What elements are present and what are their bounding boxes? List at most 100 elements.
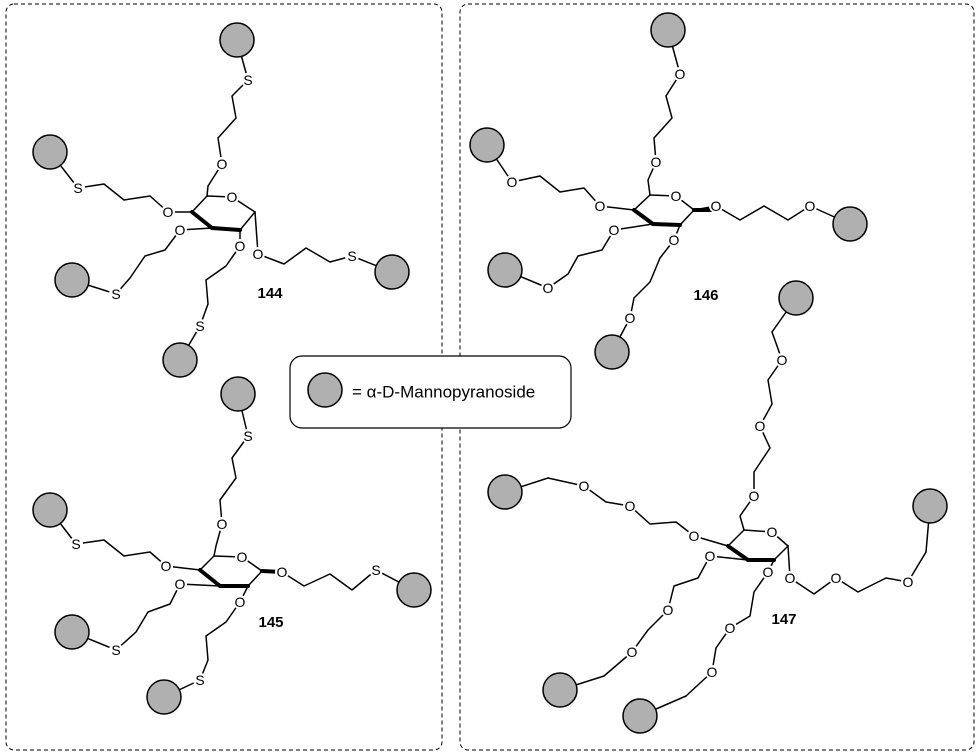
atom-mask: [723, 621, 737, 635]
atom-mask: [623, 499, 637, 513]
c147-arm1-oxygen-label: O: [903, 574, 914, 590]
c144-ring-bond: [210, 226, 242, 232]
c146-ring-bond: [679, 209, 695, 226]
c144-arm3-linker: [115, 227, 213, 295]
atom-mask: [193, 673, 207, 687]
c144-arm1-oxygen: O: [251, 246, 265, 262]
c144-ring-bond: [190, 210, 214, 230]
c146-arm2-oxygen-label: O: [669, 232, 680, 248]
atom-mask: [687, 529, 701, 543]
c146-ring-oxygen-label: O: [671, 188, 682, 204]
structures-layer: OOOSOSOSOSOSOOSOSOSOSOSOOOOOOOOOOOOOOOOO…: [32, 12, 948, 734]
atom-mask: [71, 181, 85, 195]
c146-arm4-oxygen-label: O: [595, 198, 606, 214]
c144-arm1-oxygen-label: O: [253, 246, 264, 262]
c144-arm3-sulfur-label: S: [111, 286, 120, 302]
c145-arm2-oxygen: O: [233, 594, 247, 610]
atom-mask: [541, 281, 555, 295]
legend: = α-D-Mannopyranoside: [289, 355, 572, 429]
atom-mask: [235, 550, 249, 564]
c144-ring-bond: [191, 195, 208, 213]
c145-ring-bond: [199, 555, 215, 571]
c144-arm2-sulfur: S: [193, 318, 207, 334]
c144-arm2-oxygen-label: O: [235, 238, 246, 254]
c147-arm3-oxygen-label: O: [705, 548, 716, 564]
c145-arm6-sulfur-label: S: [243, 428, 252, 444]
c144-arm1-linker: [254, 211, 353, 265]
atom-mask: [705, 665, 719, 679]
c145-arm3-oxygen: O: [173, 576, 187, 592]
c145-arm1-oxygen: O: [275, 564, 289, 580]
c146-arm6-linker: [647, 73, 681, 196]
c145-arm4-sulfur-label: S: [71, 536, 80, 552]
compound-label-144: 144: [257, 285, 283, 302]
c146-ring-bond: [651, 222, 682, 227]
c147-arm1-oxygen-label: O: [785, 570, 796, 586]
atom-mask: [709, 199, 723, 213]
atom-mask: [215, 517, 229, 531]
c147-arm4-oxygen: O: [687, 528, 701, 544]
c145-arm4-oxygen: O: [159, 558, 173, 574]
atom-mask: [241, 73, 255, 87]
c146-arm2-oxygen-label: O: [625, 310, 636, 326]
c145-ring-oxygen: O: [235, 549, 249, 565]
c145-arm4-mannoside: [32, 492, 68, 528]
c147-arm2-mannoside: [622, 698, 658, 734]
c144-arm3-mannoside: [54, 262, 90, 298]
c146-arm6-mannoside: [650, 12, 686, 48]
atom-mask: [173, 223, 187, 237]
c144-arm1-sulfur: S: [345, 248, 359, 264]
c147-arm2-oxygen-label: O: [763, 564, 774, 580]
atom-mask: [215, 157, 229, 171]
left-panel: [5, 3, 443, 751]
c146-arm4-linker: [511, 175, 635, 211]
c145-arm6-oxygen-label: O: [217, 516, 228, 532]
c145-arm2-oxygen-label: O: [235, 594, 246, 610]
c144-arm6-o-linker: [206, 79, 249, 197]
c145-arm1-sulfur: S: [369, 562, 383, 578]
c147-arm4-mannoside: [487, 474, 523, 510]
c147-arm1-oxygen-label: O: [831, 570, 842, 586]
compound-label-146: 146: [693, 287, 718, 304]
atom-mask: [747, 489, 761, 503]
c145-arm6-mannoside: [220, 376, 256, 412]
atom-mask: [69, 537, 83, 551]
c145-arm1-mannoside: [396, 572, 432, 608]
atom-mask: [233, 239, 247, 253]
c147-arm4-oxygen: O: [577, 478, 591, 494]
c144-ring-bond: [239, 211, 256, 231]
c146-arm4-mannoside: [469, 127, 505, 163]
atom-mask: [345, 249, 359, 263]
legend-box: [289, 355, 572, 429]
c145-arm4-sulfur: S: [69, 536, 83, 552]
c147-arm6-oxygen: O: [747, 488, 761, 504]
atom-mask: [505, 175, 519, 189]
c147-arm3-oxygen: O: [625, 644, 639, 660]
c146-arm6-oxygen-label: O: [651, 154, 662, 170]
c147-arm4-linker: [547, 477, 729, 547]
c146-arm6-oxygen: O: [649, 154, 663, 170]
c145-arm3-linker: [115, 583, 221, 651]
c147-ring-bond: [727, 529, 745, 547]
atom-mask: [623, 311, 637, 325]
c147-arm4-oxygen-label: O: [579, 478, 590, 494]
c144-arm4-oxygen-label: O: [163, 204, 174, 220]
c147-arm6-oxygen: O: [775, 352, 789, 368]
c144-arm6-o-oxygen-label: O: [217, 156, 228, 172]
atom-mask: [241, 429, 255, 443]
c144-arm4-sulfur-label: S: [73, 180, 82, 196]
atom-mask: [193, 319, 207, 333]
c146-arm3-oxygen-label: O: [543, 280, 554, 296]
c144-arm6-o-mannoside: [219, 22, 255, 58]
atom-mask: [577, 479, 591, 493]
c144-arm3-sulfur: S: [109, 286, 123, 302]
c145-ring-bond: [198, 568, 222, 588]
atom-mask: [109, 287, 123, 301]
atom-mask: [803, 199, 817, 213]
c144-ring-oxygen-label: O: [227, 189, 238, 205]
c147-arm6-oxygen-label: O: [749, 488, 760, 504]
c146-ring-oxygen: O: [669, 188, 683, 204]
c146-arm3-mannoside: [487, 252, 523, 288]
c147-arm3-oxygen-label: O: [627, 644, 638, 660]
